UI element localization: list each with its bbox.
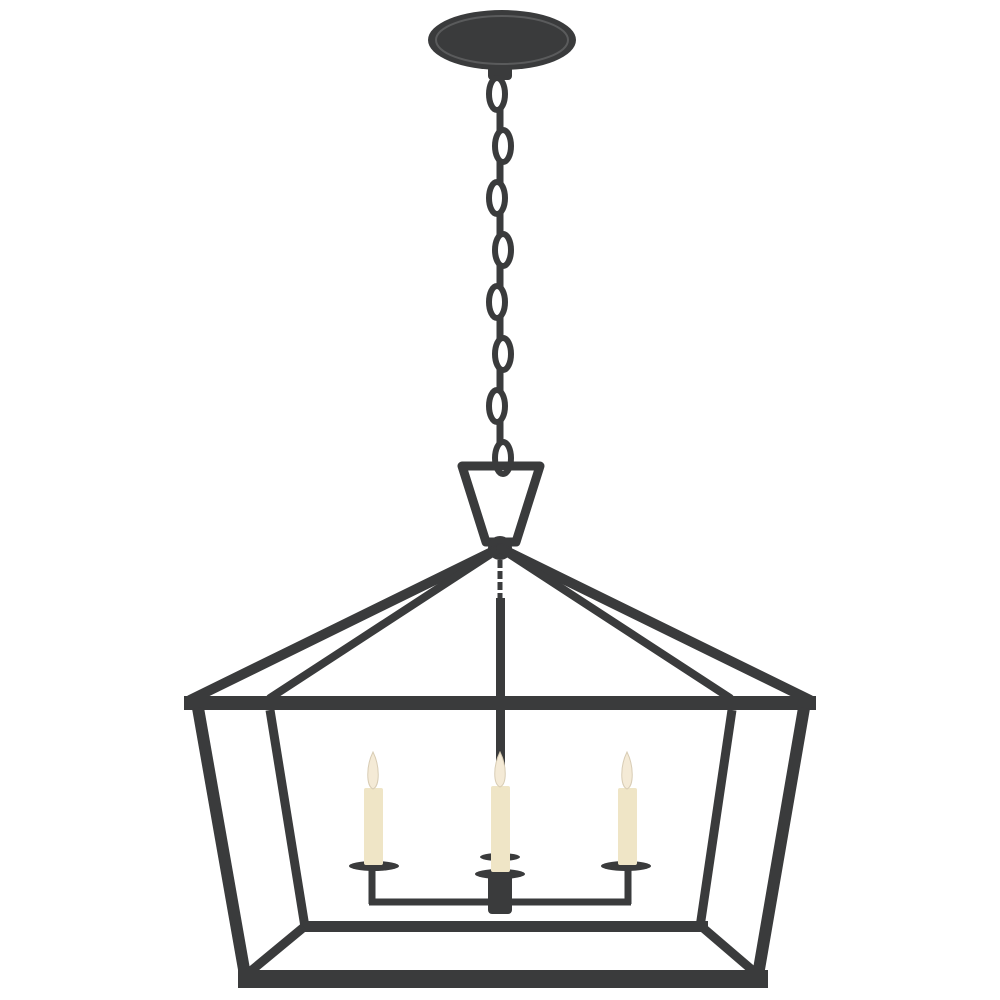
chain-link <box>492 439 514 477</box>
candle <box>618 788 637 865</box>
bottom-side-bars <box>243 923 761 979</box>
candles <box>364 750 637 872</box>
ceiling-canopy <box>428 10 576 70</box>
chain-link <box>492 231 514 269</box>
hanging-bracket <box>457 461 545 547</box>
flame-bulb <box>621 750 633 790</box>
canopy-rim <box>435 15 569 65</box>
chain-link <box>492 335 514 373</box>
candle <box>364 788 383 865</box>
flame-bulb <box>367 750 379 790</box>
center-rod <box>496 598 505 778</box>
chain-link <box>486 179 508 217</box>
chain-link <box>486 75 508 113</box>
back-bottom-bar <box>300 921 708 932</box>
chain <box>486 75 514 477</box>
chain-link <box>486 283 508 321</box>
center-body <box>488 872 512 914</box>
flame-bulb <box>494 750 506 788</box>
chain-link <box>486 387 508 425</box>
roof-struts <box>185 543 815 705</box>
candle <box>491 786 510 872</box>
frame-verticals <box>192 706 810 977</box>
front-bottom-bar <box>238 970 768 988</box>
chain-link <box>492 127 514 165</box>
